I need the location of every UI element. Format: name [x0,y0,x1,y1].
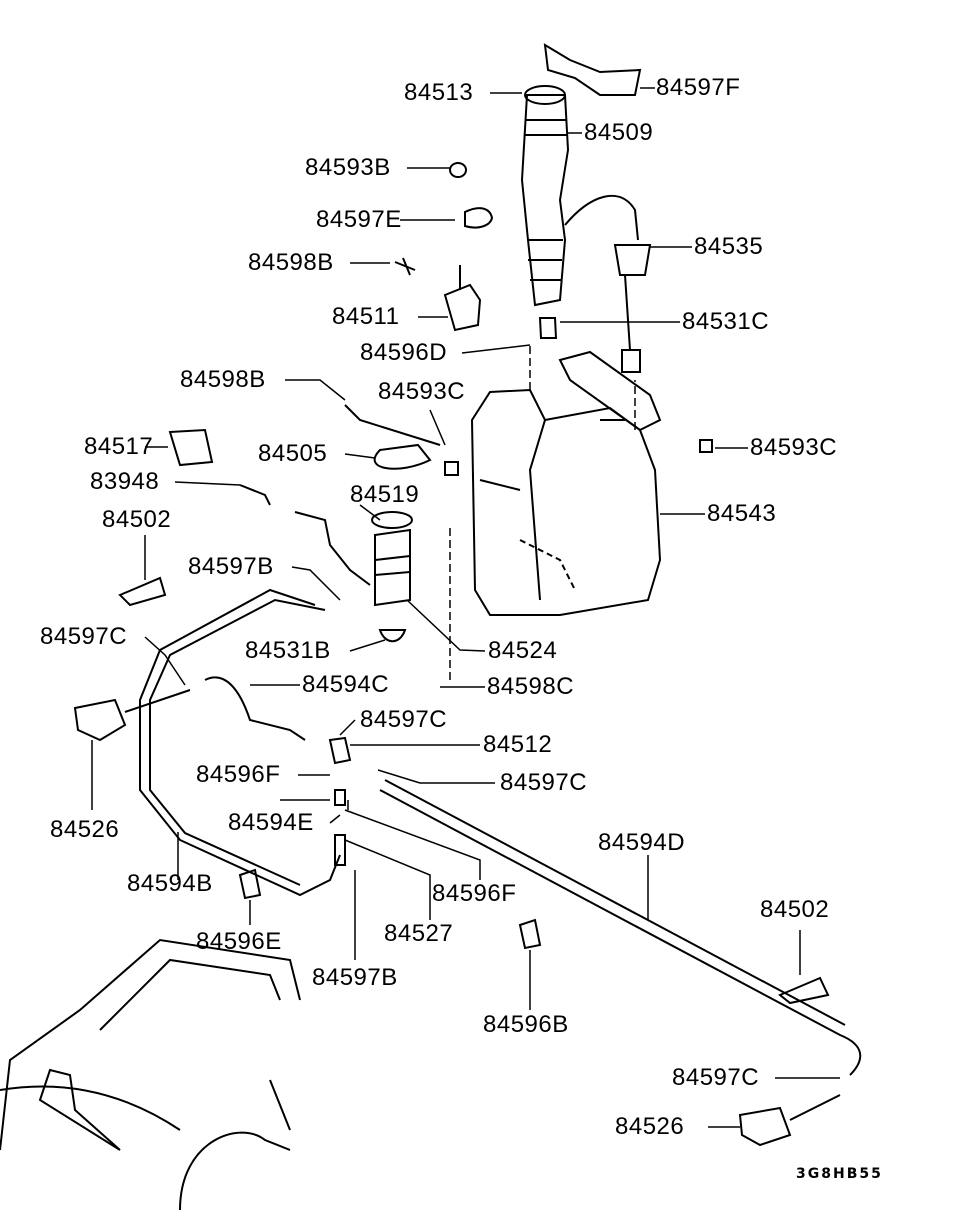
washer-pump [374,528,411,607]
part-label: 84597C [500,769,588,796]
part-label: 84531C [682,308,770,335]
part-label: 84527 [384,920,454,947]
part-label: 84531B [245,637,331,664]
part-label: 84597E [316,206,402,233]
part-label: 84597F [656,74,741,101]
part-label: 84597B [188,553,274,580]
part-label: 84596F [196,761,281,788]
part-label: 83948 [90,468,160,495]
part-label: 84596E [196,928,282,955]
part-label: 84598C [487,673,575,700]
vehicle-outline [0,938,301,1210]
part-label: 84594E [228,809,314,836]
part-label: 84505 [258,440,328,467]
part-label: 84596F [432,880,517,907]
part-label: 84596B [483,1011,569,1038]
part-label: 84598B [180,366,266,393]
part-label: 84535 [694,233,764,260]
hose-84594C [204,676,306,741]
part-label: 84593B [305,154,391,181]
part-label: 84593C [378,378,466,405]
part-label: 84593C [750,434,838,461]
part-label: 84594D [598,829,686,856]
part-label: 84502 [102,506,172,533]
part-label: 84526 [615,1113,685,1140]
part-label: 84524 [488,637,558,664]
part-label: 84512 [483,731,553,758]
filler-neck [520,94,570,307]
part-label: 84597C [40,623,128,650]
part-label: 84594C [302,671,390,698]
hose-84594D [379,779,862,1076]
part-label: 84597C [672,1064,760,1091]
hose-84594B [139,588,341,897]
part-label: 84597B [312,964,398,991]
part-label: 84509 [584,119,654,146]
part-label: 84513 [404,79,474,106]
part-label: 84596D [360,339,448,366]
part-label: 84502 [760,896,830,923]
part-label: 84519 [350,481,420,508]
part-label: 84526 [50,816,120,843]
part-label: 84597C [360,706,448,733]
drawing-code: 3G8HB55 [796,1166,883,1182]
part-label: 84517 [84,433,154,460]
part-label: 84594B [127,870,213,897]
part-label: 84598B [248,249,334,276]
part-label: 84543 [707,500,777,527]
part-label: 84511 [332,303,400,330]
